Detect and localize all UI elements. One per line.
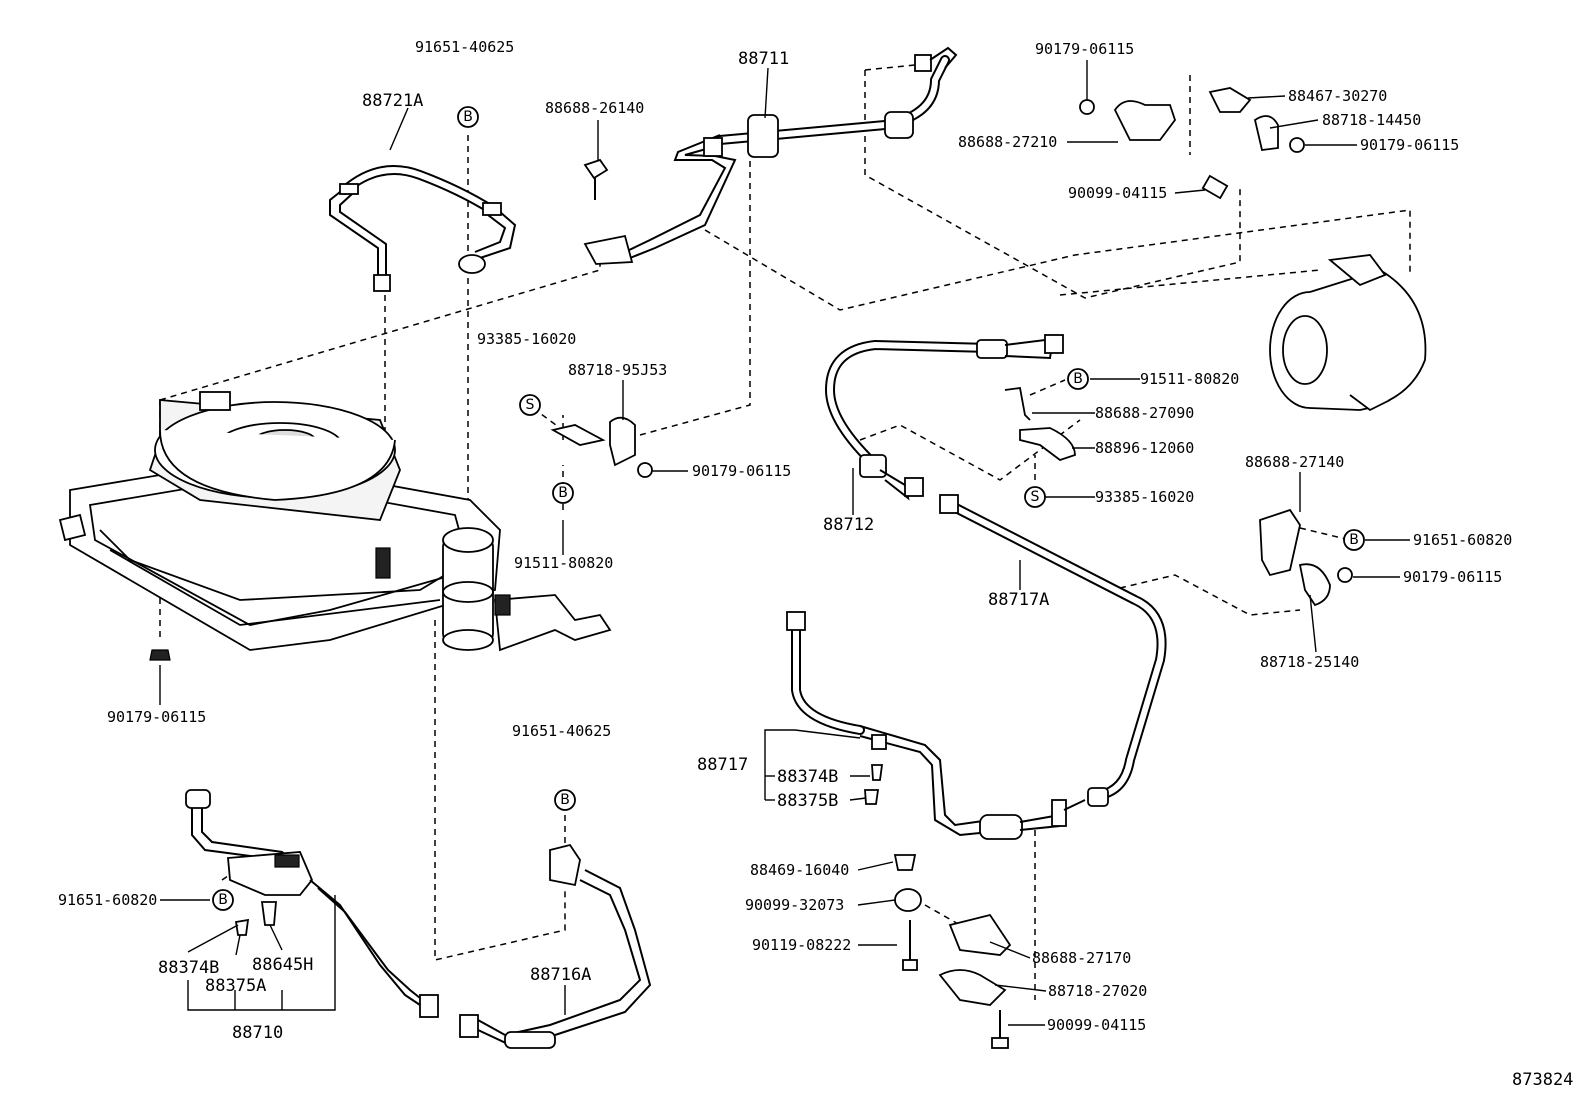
evaporator-unit	[58, 391, 612, 661]
svg-text:B: B	[463, 109, 473, 125]
small-parts	[234, 87, 1353, 1049]
bolt-badge: B	[1067, 368, 1089, 390]
part-labels: 91651-40625 88721A 88688-26140 88711 901…	[58, 38, 1573, 1090]
diagram-id: 873824	[1512, 1070, 1573, 1090]
svg-text:S: S	[1031, 489, 1040, 505]
badges: B S B B S B B B	[212, 106, 1365, 911]
pipe-88717a	[939, 494, 1167, 807]
label-88375a: 88375A	[205, 976, 266, 996]
svg-text:B: B	[1349, 532, 1359, 548]
label-91511-80820: 91511-80820	[1140, 370, 1239, 388]
label-88718-27020: 88718-27020	[1048, 982, 1147, 1000]
label-91651-40625: 91651-40625	[415, 38, 514, 56]
svg-text:B: B	[1073, 371, 1083, 387]
label-88374b: 88374B	[158, 958, 219, 978]
label-90099-32073: 90099-32073	[745, 896, 844, 914]
label-91651-60820: 91651-60820	[1413, 531, 1512, 549]
pipe-88716a	[459, 843, 652, 1049]
screw-badge: S	[1024, 486, 1046, 508]
compressor	[1269, 254, 1427, 412]
label-88896-12060: 88896-12060	[1095, 439, 1194, 457]
label-90179-06115: 90179-06115	[1403, 568, 1502, 586]
bolt-badge: B	[457, 106, 479, 128]
label-88467-30270: 88467-30270	[1288, 87, 1387, 105]
pipe-88712	[825, 334, 1064, 501]
label-93385-16020: 93385-16020	[1095, 488, 1194, 506]
bolt-badge: B	[552, 482, 574, 504]
label-93385-16020: 93385-16020	[477, 330, 576, 348]
label-90179-06115: 90179-06115	[1035, 40, 1134, 58]
label-88469-16040: 88469-16040	[750, 861, 849, 879]
bolt-badge: B	[1343, 529, 1365, 551]
label-88712: 88712	[823, 515, 874, 535]
label-88717a: 88717A	[988, 590, 1049, 610]
pipe-88721a	[329, 165, 517, 292]
label-88710: 88710	[232, 1023, 283, 1043]
pipe-88711	[583, 46, 958, 265]
svg-text:B: B	[560, 792, 570, 808]
label-88688-26140: 88688-26140	[545, 99, 644, 117]
label-88375b: 88375B	[777, 791, 838, 811]
label-88374b: 88374B	[777, 767, 838, 787]
label-90099-04115: 90099-04115	[1068, 184, 1167, 202]
label-90179-06115: 90179-06115	[107, 708, 206, 726]
label-91651-40625: 91651-40625	[512, 722, 611, 740]
label-88688-27140: 88688-27140	[1245, 453, 1344, 471]
label-90179-06115: 90179-06115	[692, 462, 791, 480]
pipe-88717	[786, 611, 1086, 840]
label-88716a: 88716A	[530, 965, 591, 985]
label-88718-25140: 88718-25140	[1260, 653, 1359, 671]
label-88645h: 88645H	[252, 955, 313, 975]
label-90099-04115: 90099-04115	[1047, 1016, 1146, 1034]
label-88717: 88717	[697, 755, 748, 775]
label-88688-27090: 88688-27090	[1095, 404, 1194, 422]
label-88721a: 88721A	[362, 91, 423, 111]
svg-text:B: B	[558, 485, 568, 501]
bolt-badge: B	[212, 889, 234, 911]
label-90119-08222: 90119-08222	[752, 936, 851, 954]
label-91511-80820: 91511-80820	[514, 554, 613, 572]
label-91651-60820: 91651-60820	[58, 891, 157, 909]
label-88718-14450: 88718-14450	[1322, 111, 1421, 129]
label-90179-06115: 90179-06115	[1360, 136, 1459, 154]
screw-badge: S	[519, 394, 541, 416]
label-88711: 88711	[738, 49, 789, 69]
svg-text:B: B	[218, 892, 228, 908]
svg-text:S: S	[526, 397, 535, 413]
leader-lines	[159, 60, 1410, 1026]
label-88688-27210: 88688-27210	[958, 133, 1057, 151]
label-88718-95j53: 88718-95J53	[568, 361, 667, 379]
bolt-badge: B	[554, 789, 576, 811]
label-88688-27170: 88688-27170	[1032, 949, 1131, 967]
pipe-88710	[185, 789, 439, 1018]
